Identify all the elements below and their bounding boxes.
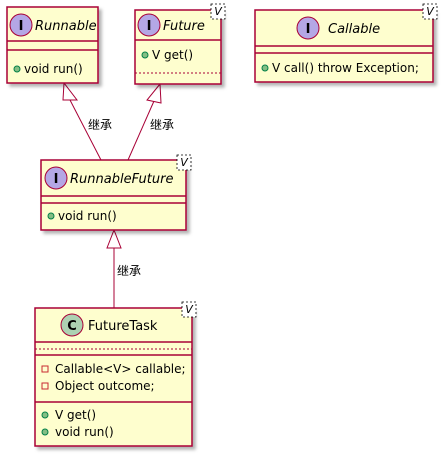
type-parameter-box	[181, 301, 197, 318]
type-parameter: V	[185, 303, 194, 316]
field: Callable<V> callable;	[55, 362, 186, 376]
method: V get()	[55, 408, 96, 422]
method: void run()	[24, 62, 83, 76]
edge-label: 继承	[88, 118, 112, 132]
field: Object outcome;	[55, 379, 155, 393]
edge-label: 继承	[117, 264, 141, 278]
public-visibility-icon	[261, 64, 269, 72]
class-callable[interactable]: I Callable V V call() throw Exception;	[254, 3, 438, 83]
method: V get()	[152, 48, 193, 62]
class-name: FutureTask	[88, 319, 158, 334]
private-visibility-icon	[41, 365, 49, 373]
class-future[interactable]: I Future V V get()	[134, 3, 226, 85]
badge-letter: I	[54, 172, 59, 187]
method: void run()	[55, 425, 114, 439]
method: void run()	[58, 209, 117, 223]
private-visibility-icon	[41, 382, 49, 390]
class-name: Future	[163, 19, 205, 34]
class-name: Callable	[328, 22, 380, 37]
public-visibility-icon	[41, 411, 49, 419]
badge-letter: I	[147, 19, 152, 34]
class-name: RunnableFuture	[70, 172, 173, 187]
type-parameter-box	[210, 3, 226, 20]
class-badge	[60, 313, 84, 337]
edge-runnablefuture-runnable: 继承	[62, 81, 112, 161]
interface-badge	[9, 13, 33, 37]
interface-badge	[137, 13, 161, 37]
interface-badge	[44, 166, 68, 190]
badge-letter: C	[67, 319, 77, 334]
method: V call() throw Exception;	[272, 61, 419, 75]
type-parameter: V	[180, 156, 189, 169]
type-parameter: V	[426, 5, 435, 18]
edge-label: 继承	[150, 118, 174, 132]
public-visibility-icon	[41, 428, 49, 436]
type-parameter: V	[214, 5, 223, 18]
badge-letter: I	[19, 19, 24, 34]
class-runnable-future[interactable]: I RunnableFuture V void run()	[40, 154, 192, 231]
class-runnable[interactable]: I Runnable void run()	[6, 6, 99, 84]
interface-badge	[296, 16, 320, 40]
inherit-arrowhead	[106, 228, 122, 249]
edge-futuretask-runnablefuture: 继承	[106, 228, 141, 308]
class-future-task[interactable]: C FutureTask V Callable<V> callable; Obj…	[34, 301, 197, 447]
public-visibility-icon	[141, 51, 149, 59]
inherit-arrowhead	[62, 81, 79, 101]
public-visibility-icon	[13, 65, 21, 73]
class-name: Runnable	[35, 19, 97, 34]
edge-runnablefuture-future: 继承	[127, 82, 174, 161]
public-visibility-icon	[47, 212, 55, 220]
badge-letter: I	[306, 22, 311, 37]
type-parameter-box	[176, 154, 192, 171]
inherit-arrowhead	[146, 82, 162, 104]
type-parameter-box	[422, 3, 438, 20]
